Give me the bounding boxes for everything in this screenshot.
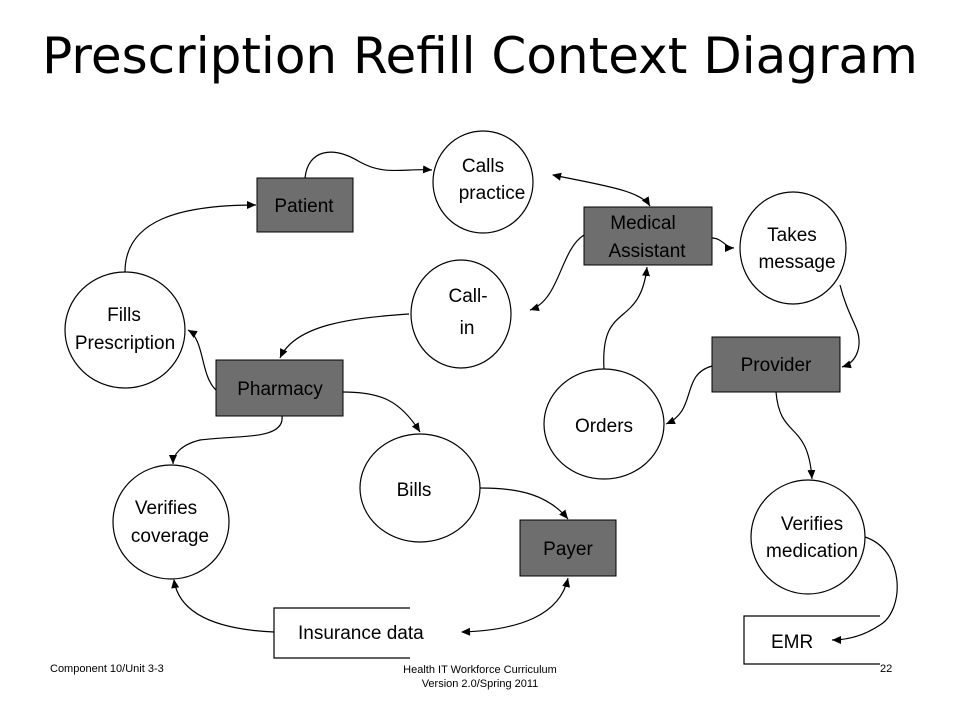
flow-pharmacy-to-verifies-coverage: [169, 415, 283, 465]
flow-patient-to-calls-practice: [304, 151, 433, 179]
emr-label: EMR: [771, 632, 813, 653]
flow-verifies-medication-to-emr: [831, 536, 898, 644]
flow-takes-message-to-provider: [839, 284, 860, 369]
call-in-line2: in: [460, 318, 475, 339]
entity-provider: Provider: [711, 336, 841, 393]
entity-payer: Payer: [519, 519, 617, 577]
process-bills: Bills: [359, 433, 481, 543]
flow-medical-assistant-to-call-in: [529, 234, 585, 311]
datastore-insurance-data: Insurance data: [273, 607, 424, 659]
verifies-coverage-line2: coverage: [131, 526, 209, 547]
footer-component: Component 10/Unit 3-3: [50, 663, 164, 675]
flow-calls-practice-medical-assistant: [552, 172, 651, 207]
flow-fills-prescription-to-patient: [124, 201, 257, 273]
flow-verifies-coverage-insurance-data: [171, 579, 275, 633]
flow-medical-assistant-to-takes-message: [711, 237, 735, 252]
entity-medical-assistant: Medical Assistant: [583, 206, 713, 266]
bills-label: Bills: [397, 480, 432, 501]
verifies-coverage-line1: Verifies: [135, 498, 197, 519]
flow-provider-to-verifies-medication: [775, 391, 816, 480]
process-calls-practice: Calls practice: [432, 130, 534, 234]
flow-arrows: [124, 151, 898, 644]
flow-pharmacy-to-bills: [342, 391, 421, 433]
footer-curriculum-line1: Health IT Workforce Curriculum: [403, 664, 557, 676]
datastore-emr: EMR: [743, 615, 880, 665]
flow-provider-to-orders: [665, 365, 713, 425]
diagram-title: Prescription Refill Context Diagram: [42, 27, 918, 85]
provider-label: Provider: [741, 355, 812, 376]
calls-practice-line2: practice: [459, 183, 526, 204]
process-call-in: Call- in: [410, 259, 512, 369]
pharmacy-label: Pharmacy: [237, 379, 323, 400]
flow-call-in-to-pharmacy: [279, 313, 410, 359]
page-number: 22: [880, 663, 893, 675]
insurance-data-label: Insurance data: [298, 623, 424, 644]
fills-prescription-line1: Fills: [107, 305, 141, 326]
process-fills-prescription: Fills Prescription: [64, 271, 186, 389]
flow-insurance-data-payer: [461, 577, 570, 636]
entity-patient: Patient: [256, 177, 354, 233]
process-orders: Orders: [543, 368, 665, 480]
footer-curriculum-line2: Version 2.0/Spring 2011: [421, 678, 539, 690]
process-verifies-coverage: Verifies coverage: [112, 464, 230, 580]
footer-curriculum: Health IT Workforce Curriculum Version 2…: [330, 663, 630, 691]
process-takes-message: Takes message: [739, 191, 847, 305]
verifies-medication-line1: Verifies: [781, 514, 843, 535]
flow-orders-to-medical-assistant: [603, 266, 650, 370]
orders-label: Orders: [575, 416, 633, 437]
takes-message-line2: message: [758, 252, 835, 273]
flow-bills-to-payer: [479, 487, 569, 520]
call-in-line1: Call-: [448, 286, 487, 307]
payer-label: Payer: [543, 539, 593, 560]
fills-prescription-line2: Prescription: [75, 333, 175, 354]
medical-assistant-line2: Assistant: [608, 241, 686, 262]
patient-label: Patient: [274, 196, 334, 217]
calls-practice-line1: Calls: [462, 156, 504, 177]
flow-pharmacy-to-fills-prescription: [187, 329, 217, 391]
entity-pharmacy: Pharmacy: [215, 359, 344, 417]
medical-assistant-line1: Medical: [610, 213, 675, 234]
process-verifies-medication: Verifies medication: [750, 479, 866, 595]
verifies-medication-line2: medication: [766, 541, 858, 562]
takes-message-line1: Takes: [767, 225, 817, 246]
